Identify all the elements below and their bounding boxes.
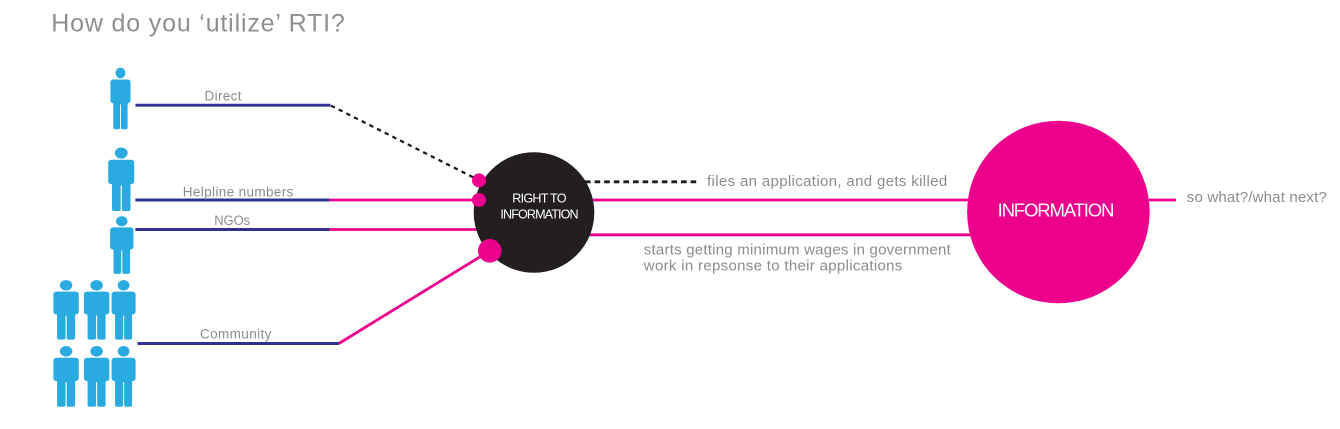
svg-text:NGOs: NGOs: [214, 213, 250, 228]
svg-text:How do you ‘utilize’ RTI?: How do you ‘utilize’ RTI?: [51, 10, 345, 38]
svg-text:Community: Community: [200, 327, 272, 342]
svg-text:INFORMATION: INFORMATION: [998, 200, 1115, 221]
svg-text:starts getting minimum wages i: starts getting minimum wages in governme…: [644, 242, 952, 259]
svg-text:so what?/what next?: so what?/what next?: [1187, 189, 1327, 206]
svg-text:INFORMATION: INFORMATION: [500, 207, 578, 221]
svg-text:Direct: Direct: [205, 89, 242, 104]
svg-text:work in repsonse to their appl: work in repsonse to their applications: [643, 257, 903, 274]
svg-text:files an application, and gets: files an application, and gets killed: [707, 173, 947, 190]
svg-text:RIGHT TO: RIGHT TO: [512, 192, 566, 206]
svg-text:Helpline numbers: Helpline numbers: [183, 184, 294, 199]
